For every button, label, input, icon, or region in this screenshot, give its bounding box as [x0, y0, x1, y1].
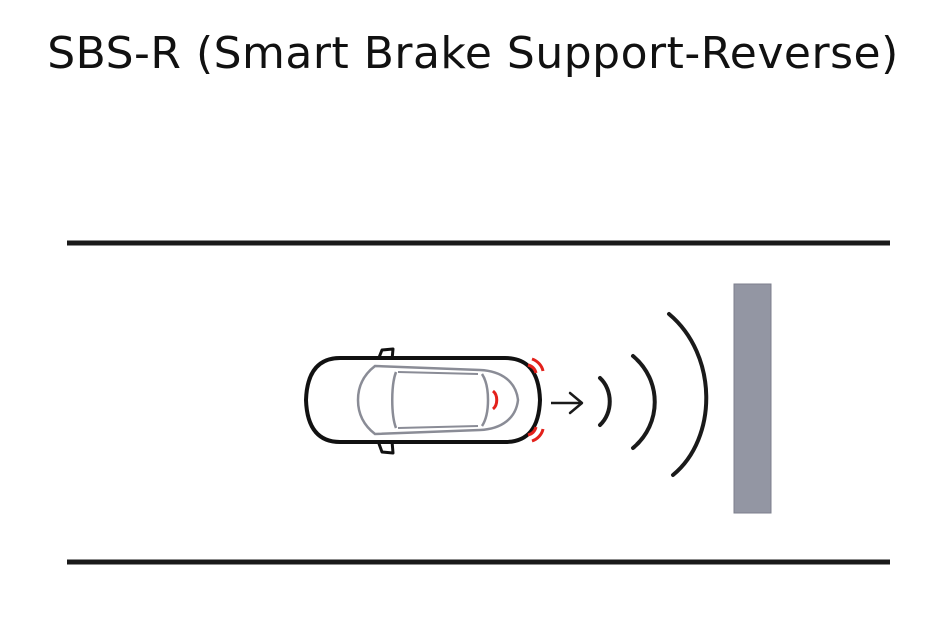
- wave-large: [667, 312, 709, 477]
- car-body: [304, 356, 542, 444]
- sensor-rear-left: [531, 357, 545, 372]
- rear-sensors: [491, 357, 545, 443]
- reverse-arrow: [551, 391, 584, 415]
- sensor-waves: [598, 312, 709, 477]
- car-cabin: [356, 364, 520, 436]
- car-rear-window: [480, 373, 490, 427]
- sensor-rear-left-inner: [527, 363, 538, 374]
- sensor-rear-center: [491, 389, 499, 411]
- car-roof: [397, 371, 479, 429]
- page-title: SBS-R (Smart Brake Support-Reverse): [47, 28, 899, 79]
- car-windshield: [391, 371, 398, 429]
- car-top-view: [304, 347, 542, 455]
- wave-medium: [631, 354, 657, 450]
- wave-small: [598, 376, 612, 427]
- sensor-rear-right: [531, 428, 545, 443]
- obstacle-wall: [733, 283, 772, 514]
- sensor-rear-right-inner: [527, 426, 538, 437]
